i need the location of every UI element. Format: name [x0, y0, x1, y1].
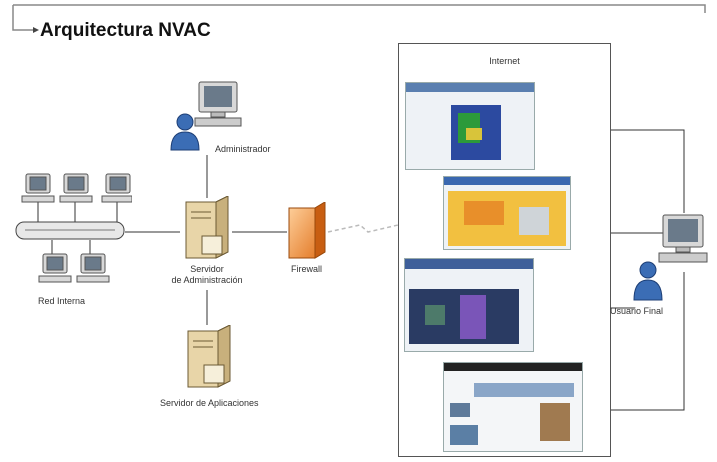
app-server-icon: [187, 325, 231, 388]
label-red-interna: Red Interna: [38, 296, 86, 306]
network-switch-icon: [15, 221, 125, 240]
user-person-icon: [633, 261, 663, 301]
label-internet: Internet: [489, 56, 520, 66]
page-title: Arquitectura NVAC: [40, 20, 211, 41]
label-servidor-admin: Servidor de Administración: [171, 264, 243, 285]
label-usuario-final: Usuario Final: [610, 306, 664, 316]
label-firewall: Firewall: [291, 264, 323, 274]
web-screenshot-3: [404, 258, 534, 352]
admin-server-icon: [185, 196, 229, 259]
user-computer-icon: [658, 214, 708, 263]
web-screenshot-1: [405, 82, 535, 170]
internet-panel: Internet: [398, 43, 611, 457]
label-administrador: Administrador: [215, 144, 271, 154]
web-screenshot-2: [443, 176, 571, 250]
internal-computers-icon: [21, 173, 132, 203]
internal-computers-lower-icon: [38, 253, 110, 283]
web-screenshot-4: [443, 362, 583, 452]
label-servidor-aplicaciones: Servidor de Aplicaciones: [160, 398, 259, 408]
admin-person-icon: [170, 113, 200, 151]
admin-computer-icon: [194, 81, 242, 127]
firewall-icon: [288, 202, 326, 259]
